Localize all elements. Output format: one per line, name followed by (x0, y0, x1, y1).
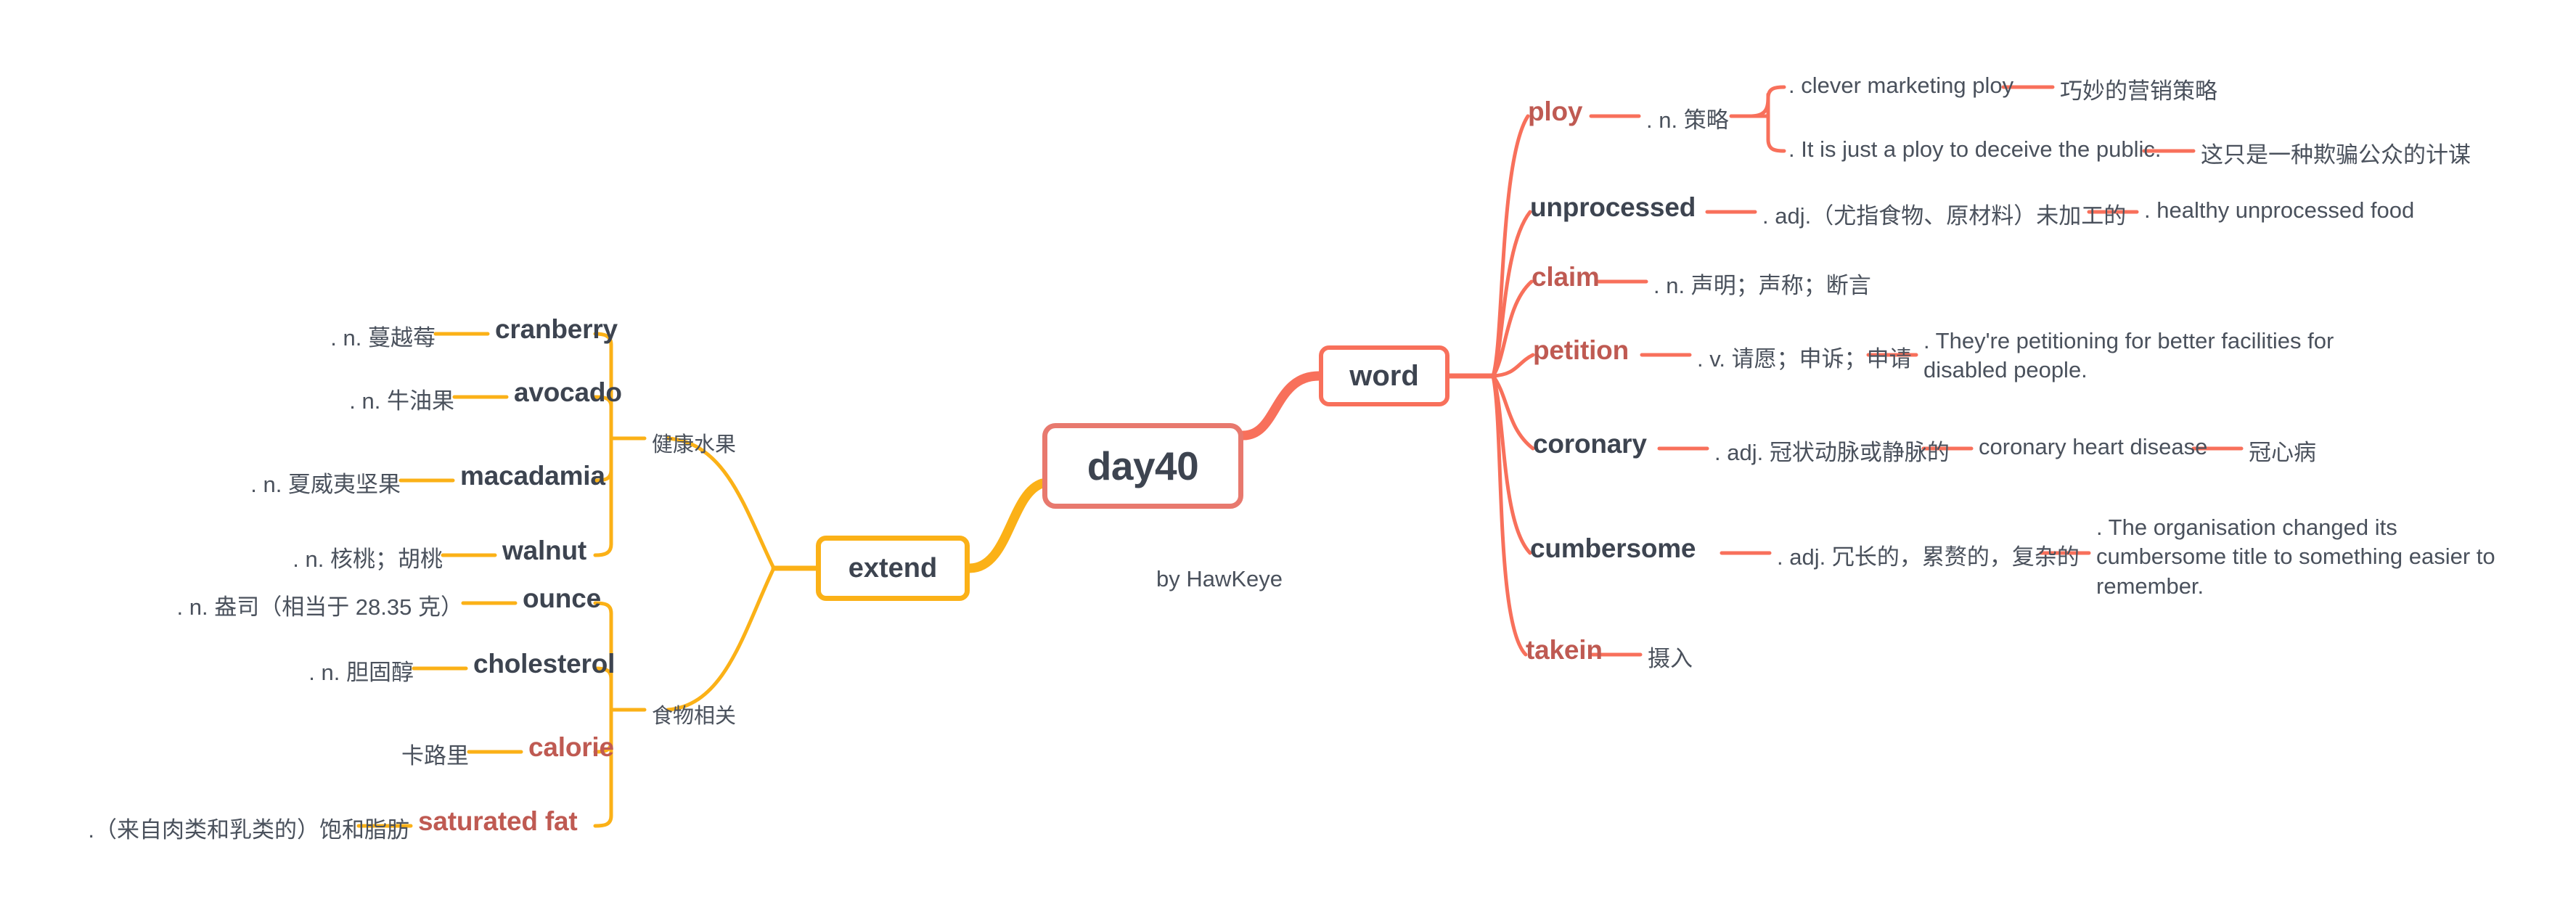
extend-definition-walnut: . n. 核桃；胡桃 (293, 546, 443, 572)
extend-term-ounce[interactable]: ounce (523, 583, 601, 613)
extend-term-saturated-fat[interactable]: saturated fat (418, 806, 578, 836)
extend-definition-avocado: . n. 牛油果 (349, 388, 454, 414)
root-node-label: day40 (1087, 443, 1199, 488)
extend-term-calorie[interactable]: calorie (528, 732, 614, 762)
word-term-coronary[interactable]: coronary (1533, 429, 1647, 459)
extend-term-walnut[interactable]: walnut (502, 536, 586, 565)
word-term-unprocessed[interactable]: unprocessed (1530, 192, 1696, 222)
word-definition-unprocessed: . adj.（尤指食物、原材料）未加工的 (1762, 203, 2127, 229)
word-example-ploy-2-zh: 这只是一种欺骗公众的计谋 (2201, 142, 2471, 168)
extend-definition-cranberry: . n. 蔓越莓 (330, 325, 436, 351)
extend-definition-calorie: 卡路里 (401, 743, 469, 769)
extend-definition-ounce: . n. 盎司（相当于 28.35 克） (176, 594, 464, 620)
root-node-day40[interactable]: day40 (1042, 423, 1243, 509)
extend-term-macadamia[interactable]: macadamia (460, 461, 605, 491)
word-example-coronary-1-zh: 冠心病 (2249, 440, 2316, 465)
word-definition-ploy: . n. 策略 (1646, 107, 1729, 133)
word-definition-claim: . n. 声明；声称；断言 (1653, 273, 1871, 298)
word-term-claim[interactable]: claim (1532, 262, 1600, 292)
branch-node-word[interactable]: word (1319, 345, 1449, 406)
word-definition-takein: 摄入 (1648, 646, 1693, 671)
word-term-takein[interactable]: takein (1526, 635, 1603, 665)
word-example-ploy-1-zh: 巧妙的营销策略 (2060, 78, 2217, 104)
word-definition-cumbersome: . adj. 冗长的，累赘的，复杂的 (1777, 544, 2080, 570)
extend-definition-cholesterol: . n. 胆固醇 (308, 660, 414, 685)
word-term-ploy[interactable]: ploy (1528, 97, 1583, 126)
word-term-petition[interactable]: petition (1533, 335, 1629, 365)
word-example-petition-1-en: . They're petitioning for better facilit… (1923, 328, 2334, 382)
word-example-ploy-1-en: . clever marketing ploy (1788, 73, 2014, 98)
branch-node-word-label: word (1349, 359, 1419, 392)
byline: by HawKeye (1156, 566, 1283, 591)
extend-group-label-food[interactable]: 食物相关 (652, 705, 737, 728)
branch-node-extend[interactable]: extend (816, 536, 970, 601)
word-example-cumbersome-1-en: . The organisation changed its cumbersom… (2096, 515, 2495, 599)
word-example-ploy-2-en: . It is just a ploy to deceive the publi… (1788, 136, 2162, 162)
word-definition-coronary: . adj. 冠状动脉或静脉的 (1714, 440, 1950, 465)
extend-group-label-fruit[interactable]: 健康水果 (652, 433, 737, 456)
word-example-unprocessed-1-en: . healthy unprocessed food (2144, 197, 2415, 223)
word-definition-petition: . v. 请愿；申诉；申请 (1697, 346, 1912, 372)
word-example-coronary-1-en: coronary heart disease (1979, 434, 2208, 459)
extend-term-avocado[interactable]: avocado (514, 377, 622, 407)
extend-definition-macadamia: . n. 夏威夷坚果 (250, 472, 401, 497)
branch-node-extend-label: extend (848, 552, 938, 583)
extend-term-cholesterol[interactable]: cholesterol (473, 649, 616, 679)
extend-term-cranberry[interactable]: cranberry (495, 314, 618, 344)
extend-definition-saturated-fat: .（来自肉类和乳类的）饱和脂肪 (88, 817, 409, 843)
word-term-cumbersome[interactable]: cumbersome (1530, 533, 1696, 563)
